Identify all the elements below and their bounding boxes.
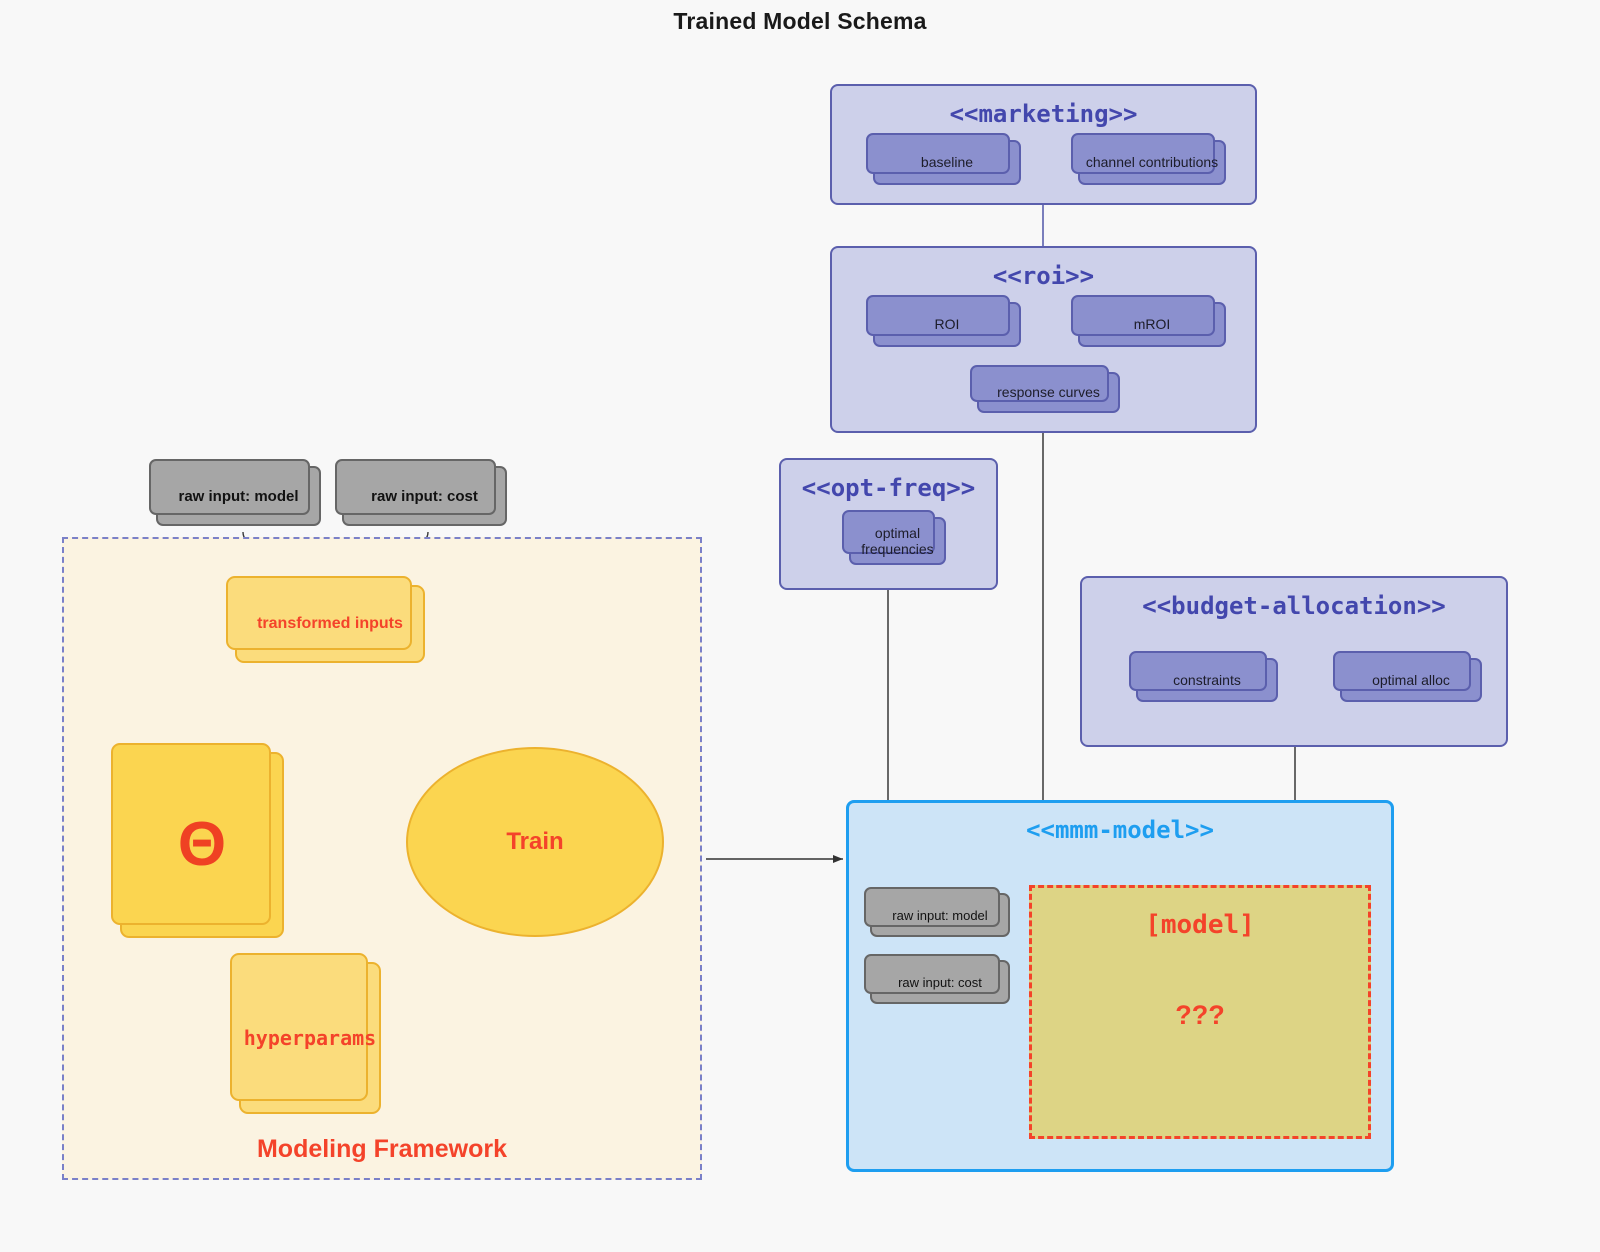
card-response-curves[interactable]: response curves xyxy=(970,365,1120,413)
card-optimal-alloc[interactable]: optimal alloc xyxy=(1333,651,1482,702)
mmm-card-raw-input-cost[interactable]: raw input: cost xyxy=(864,954,1010,1004)
model-placeholder-unknown: ??? xyxy=(1175,1000,1225,1030)
model-placeholder[interactable]: [model] ??? xyxy=(1029,885,1371,1139)
card-response-curves-label: response curves xyxy=(997,384,1100,401)
card-roi[interactable]: ROI xyxy=(866,295,1021,347)
mmm-card-raw-input-model[interactable]: raw input: model xyxy=(864,887,1010,937)
card-mroi[interactable]: mROI xyxy=(1071,295,1226,347)
mmm-card-raw-input-model-label: raw input: model xyxy=(892,907,988,923)
card-optimal-alloc-label: optimal alloc xyxy=(1372,671,1450,688)
package-roi-title: <<roi>> xyxy=(992,262,1095,290)
page-title: Trained Model Schema xyxy=(673,8,927,34)
card-raw-input-cost-label: raw input: cost xyxy=(371,487,478,505)
modeling-framework-label: Modeling Framework xyxy=(256,1135,508,1163)
card-optimal-frequencies[interactable]: optimal frequencies xyxy=(842,510,946,565)
card-hyperparams[interactable]: hyperparams xyxy=(230,953,381,1114)
theta-symbol: Θ xyxy=(177,810,227,879)
card-optimal-frequencies-label-line2: frequencies xyxy=(861,541,934,557)
card-constraints-label: constraints xyxy=(1173,671,1241,688)
card-mroi-label: mROI xyxy=(1133,316,1171,333)
card-raw-input-cost[interactable]: raw input: cost xyxy=(335,459,507,526)
card-baseline[interactable]: baseline xyxy=(866,133,1021,185)
package-budget-allocation-title: <<budget-allocation>> xyxy=(1142,592,1446,620)
card-transformed-inputs[interactable]: transformed inputs xyxy=(226,576,425,663)
card-transformed-inputs-label: transformed inputs xyxy=(257,615,403,632)
model-placeholder-title: [model] xyxy=(1145,910,1255,940)
card-theta[interactable]: Θ xyxy=(111,743,284,938)
mmm-card-raw-input-cost-label: raw input: cost xyxy=(898,974,982,990)
package-marketing-title: <<marketing>> xyxy=(949,100,1138,128)
card-raw-input-model[interactable]: raw input: model xyxy=(149,459,321,526)
package-marketing[interactable]: <<marketing>> baseline channel contribut… xyxy=(830,84,1257,205)
card-baseline-label: baseline xyxy=(920,154,974,171)
mmm-model-title: <<mmm-model>> xyxy=(1026,816,1214,844)
card-constraints[interactable]: constraints xyxy=(1129,651,1278,702)
card-hyperparams-label: hyperparams xyxy=(243,1026,377,1050)
train-node[interactable]: Train xyxy=(406,747,664,937)
package-opt-freq-title: <<opt-freq>> xyxy=(801,474,976,502)
card-channel-contributions-label: channel contributions xyxy=(1085,154,1219,171)
package-opt-freq[interactable]: <<opt-freq>> optimal frequencies xyxy=(779,458,998,590)
card-optimal-frequencies-label-line1: optimal xyxy=(874,524,921,541)
card-channel-contributions[interactable]: channel contributions xyxy=(1071,133,1226,185)
mmm-model-container[interactable]: <<mmm-model>> raw input: model raw input… xyxy=(846,800,1394,1172)
card-raw-input-model-label: raw input: model xyxy=(178,487,299,505)
package-budget-allocation[interactable]: <<budget-allocation>> constraints optima… xyxy=(1080,576,1508,747)
card-roi-label: ROI xyxy=(934,316,960,333)
package-roi[interactable]: <<roi>> ROI mROI response curves xyxy=(830,246,1257,433)
train-label: Train xyxy=(506,828,564,855)
